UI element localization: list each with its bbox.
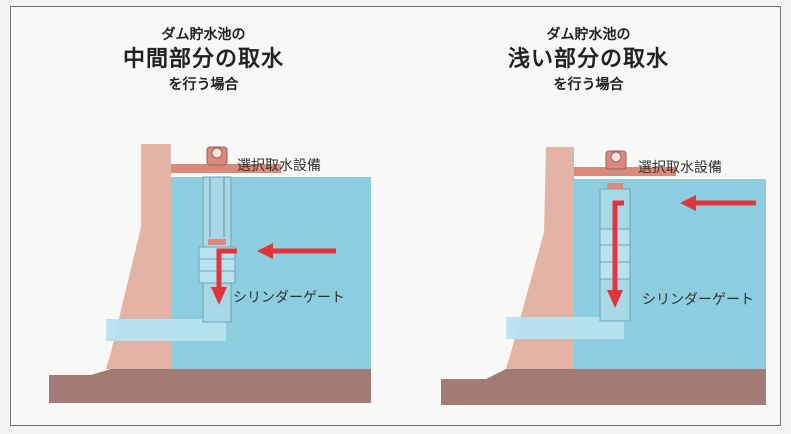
outlet-pipe: [506, 317, 624, 339]
panel-shallow-intake: ダム貯水池の 浅い部分の取水 を行う場合: [396, 7, 781, 427]
equipment-deck: [171, 164, 281, 173]
dam-body: [106, 144, 171, 369]
label-intake-equipment: 選択取水設備: [638, 160, 722, 176]
title-tail: を行う場合: [168, 77, 239, 93]
label-cylinder-gate: シリンダーゲート: [642, 292, 754, 308]
dam-body: [506, 147, 574, 369]
diagram-frame: ダム貯水池の 中間部分の取水 を行う場合: [10, 6, 781, 426]
gate-flow-arrow: [216, 248, 237, 289]
intake-diagram: [49, 144, 371, 403]
panel-heading: ダム貯水池の 中間部分の取水 を行う場合: [11, 25, 396, 95]
title-main: 中間部分の取水: [122, 47, 284, 72]
panel-middle-intake: ダム貯水池の 中間部分の取水 を行う場合: [11, 7, 396, 427]
ground: [49, 369, 371, 403]
outlet-pipe: [106, 319, 226, 341]
intake-diagram: [441, 147, 766, 405]
title-main: 浅い部分の取水: [507, 47, 669, 72]
title-sub: ダム貯水池の: [161, 27, 246, 43]
label-cylinder-gate: シリンダーゲート: [233, 290, 345, 306]
ground: [441, 369, 766, 405]
panel-heading: ダム貯水池の 浅い部分の取水 を行う場合: [396, 25, 781, 95]
title-tail: を行う場合: [553, 77, 624, 93]
label-intake-equipment: 選択取水設備: [237, 158, 321, 174]
title-sub: ダム貯水池の: [546, 27, 631, 43]
gate-flow-arrow: [612, 200, 624, 292]
equipment-deck: [574, 167, 676, 176]
